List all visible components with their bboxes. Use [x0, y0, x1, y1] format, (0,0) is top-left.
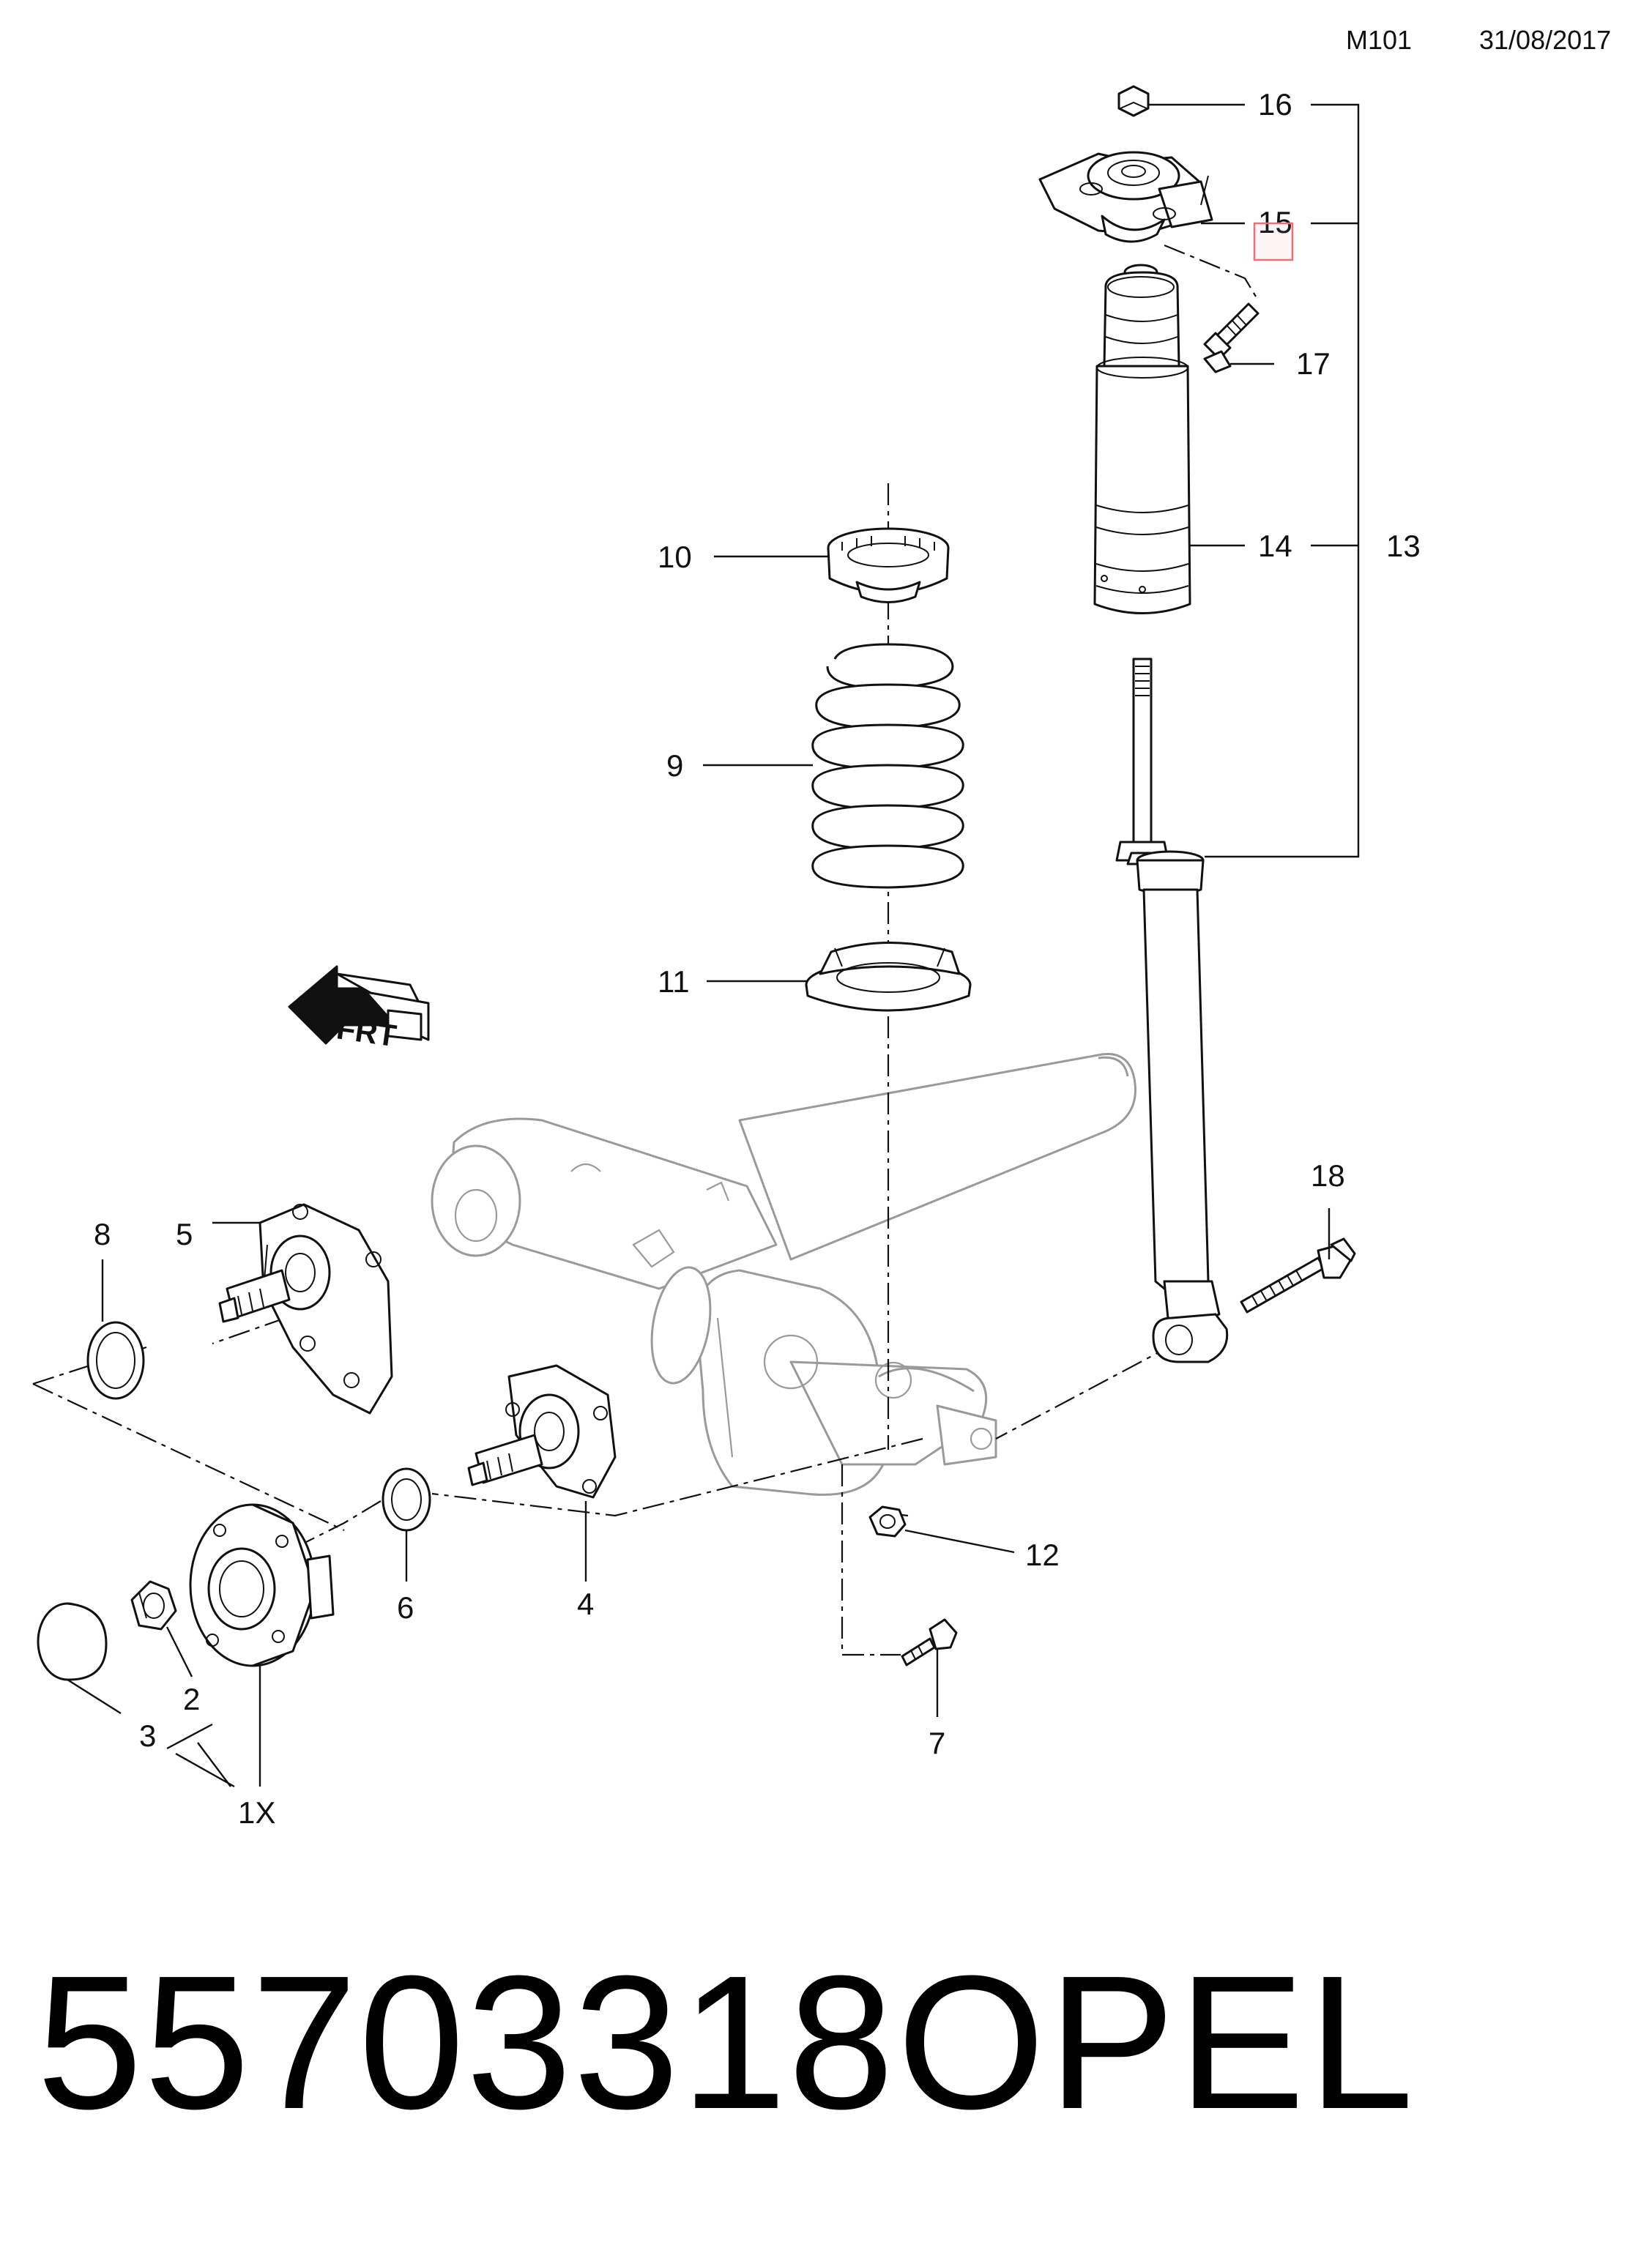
part-13-shock-absorber	[1115, 658, 1229, 1363]
callout-12: 12	[1025, 1538, 1060, 1572]
callout-4: 4	[577, 1587, 594, 1621]
callout-14: 14	[1258, 529, 1292, 563]
part-11-lower-spring-seat	[805, 942, 972, 1012]
part-16-top-nut	[1117, 85, 1150, 117]
assembly-axis-lines	[32, 244, 1257, 1656]
part-17-mount-bolt	[1203, 302, 1260, 373]
callout-11: 11	[658, 964, 690, 999]
callout-2: 2	[183, 1682, 200, 1716]
part-4-spindle	[467, 1364, 617, 1499]
part-7-bolt	[901, 1618, 958, 1666]
part-2-hub-nut	[130, 1580, 177, 1631]
part-5-spindle	[218, 1203, 393, 1415]
callout-1x: 1X	[238, 1795, 275, 1830]
brand-name: OPEL	[897, 1937, 1417, 2149]
leader-lines	[67, 103, 1360, 1788]
part-number: 55703318	[37, 1937, 896, 2149]
callout-6: 6	[397, 1590, 414, 1625]
part-14-bump-stop-dust-cover	[1093, 264, 1191, 614]
callout-3: 3	[139, 1718, 156, 1753]
callout-15: 15	[1258, 205, 1292, 239]
highlight-marker	[1253, 222, 1294, 261]
callout-labels: 16 15 17 14 13 10 9 11 18 8 5 12 6 4 2 3…	[94, 87, 1421, 1830]
callout-17: 17	[1296, 346, 1331, 381]
diagram-code: M101	[1346, 25, 1413, 55]
front-direction-arrow: FRT	[288, 965, 430, 1053]
part-9-coil-spring	[811, 643, 964, 889]
diagram-date: 31/08/2017	[1479, 25, 1612, 55]
rear-axle-beam	[431, 1053, 1136, 1496]
callout-5: 5	[176, 1217, 193, 1251]
part-3-dust-cap	[37, 1602, 108, 1681]
callout-9: 9	[666, 748, 683, 783]
callout-8: 8	[94, 1217, 111, 1251]
callout-18: 18	[1311, 1158, 1345, 1193]
front-arrow-label: FRT	[335, 1010, 399, 1053]
callout-10: 10	[658, 540, 692, 574]
callout-13: 13	[1386, 529, 1421, 563]
part-15-strut-mount	[1038, 151, 1213, 243]
part-12-nut	[868, 1505, 907, 1538]
part-6-seal-ring	[382, 1467, 431, 1532]
part-10-upper-spring-seat	[827, 527, 950, 603]
part-1x-wheel-hub	[189, 1503, 335, 1667]
callout-7: 7	[929, 1726, 945, 1760]
callout-16: 16	[1258, 87, 1292, 122]
part-18-shock-bolt	[1240, 1237, 1356, 1314]
part-8-seal-ring	[86, 1321, 145, 1400]
